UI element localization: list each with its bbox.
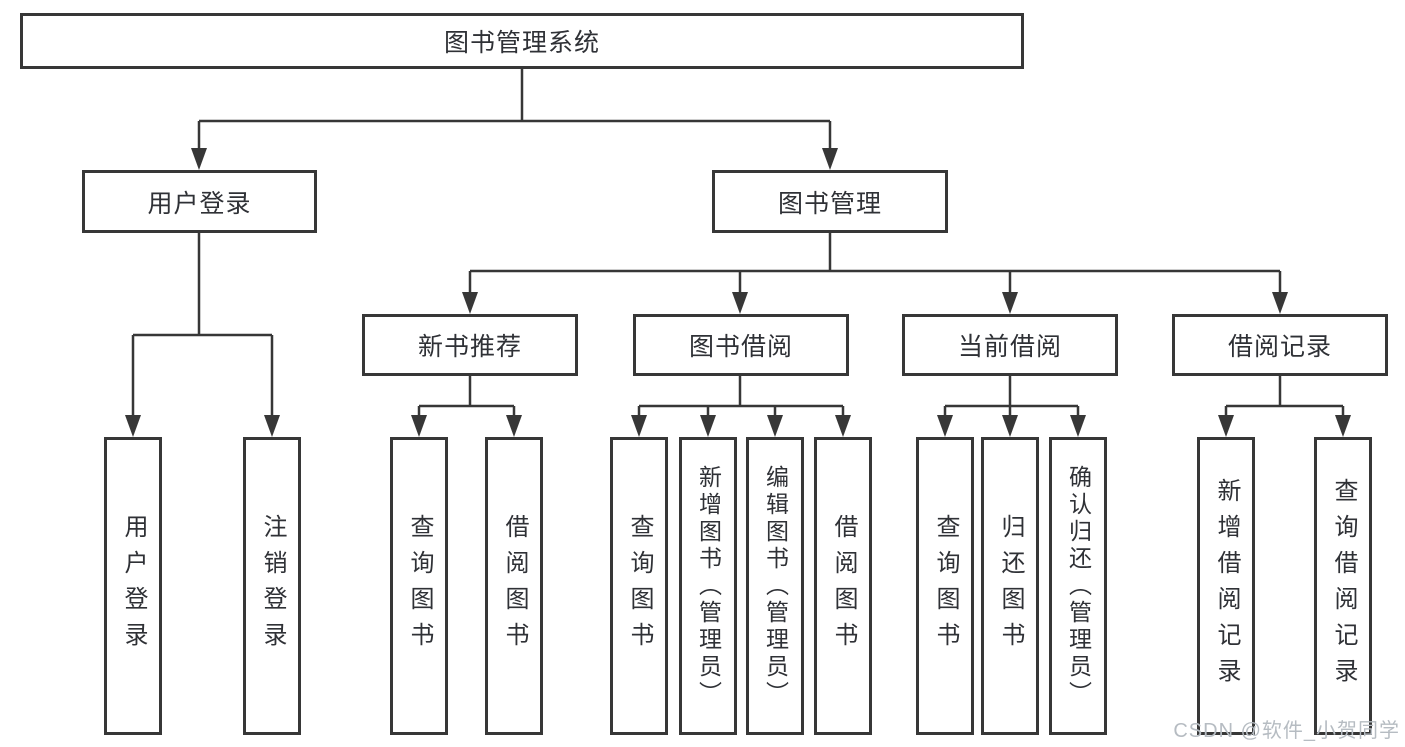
leaf-user-login-label: 用户登录	[120, 514, 147, 658]
csdn-watermark: CSDN @软件_小贺同学	[1173, 720, 1400, 742]
leaf-query-borrow-record-label: 查询借阅记录	[1330, 478, 1357, 694]
node-borrowing-records: 借阅记录	[1172, 314, 1388, 376]
leaf-edit-books-admin: 编辑图书（管理员）	[746, 437, 804, 735]
leaf-query-borrow-record: 查询借阅记录	[1314, 437, 1372, 735]
leaf-borrow-books-recommend: 借阅图书	[485, 437, 543, 735]
leaf-query-books-recommend: 查询图书	[390, 437, 448, 735]
leaf-query-books-borrowing-label: 查询图书	[626, 514, 653, 658]
leaf-add-borrow-record: 新增借阅记录	[1197, 437, 1255, 735]
node-book-borrowing: 图书借阅	[633, 314, 849, 376]
node-user-login: 用户登录	[82, 170, 317, 233]
leaf-add-borrow-record-label: 新增借阅记录	[1213, 478, 1240, 694]
node-book-management: 图书管理	[712, 170, 948, 233]
node-book-management-label: 图书管理	[777, 189, 882, 218]
node-library-system-label: 图书管理系统	[443, 29, 600, 57]
leaf-logout-login-label: 注销登录	[259, 514, 286, 658]
leaf-borrow-books-borrowing-label: 借阅图书	[830, 514, 857, 658]
leaf-confirm-return-admin: 确认归还（管理员）	[1049, 437, 1107, 735]
leaf-query-books-current-label: 查询图书	[932, 514, 959, 658]
leaf-logout-login: 注销登录	[243, 437, 301, 735]
leaf-confirm-return-admin-label: 确认归还（管理员）	[1065, 464, 1092, 708]
node-new-book-recommend-label: 新书推荐	[417, 333, 522, 361]
node-current-borrowing-label: 当前借阅	[957, 333, 1062, 361]
leaf-return-books: 归还图书	[981, 437, 1039, 735]
leaf-query-books-borrowing: 查询图书	[610, 437, 668, 735]
leaf-borrow-books-borrowing: 借阅图书	[814, 437, 872, 735]
leaf-add-books-admin: 新增图书（管理员）	[679, 437, 737, 735]
leaf-user-login: 用户登录	[104, 437, 162, 735]
node-book-borrowing-label: 图书借阅	[688, 333, 793, 361]
node-current-borrowing: 当前借阅	[902, 314, 1118, 376]
leaf-return-books-label: 归还图书	[997, 514, 1024, 658]
leaf-edit-books-admin-label: 编辑图书（管理员）	[762, 464, 789, 708]
node-user-login-label: 用户登录	[147, 189, 252, 218]
leaf-query-books-current: 查询图书	[916, 437, 974, 735]
leaf-borrow-books-recommend-label: 借阅图书	[501, 514, 528, 658]
node-borrowing-records-label: 借阅记录	[1227, 333, 1332, 361]
node-library-system: 图书管理系统	[20, 13, 1024, 69]
leaf-query-books-recommend-label: 查询图书	[406, 514, 433, 658]
node-new-book-recommend: 新书推荐	[362, 314, 578, 376]
leaf-add-books-admin-label: 新增图书（管理员）	[695, 464, 722, 708]
